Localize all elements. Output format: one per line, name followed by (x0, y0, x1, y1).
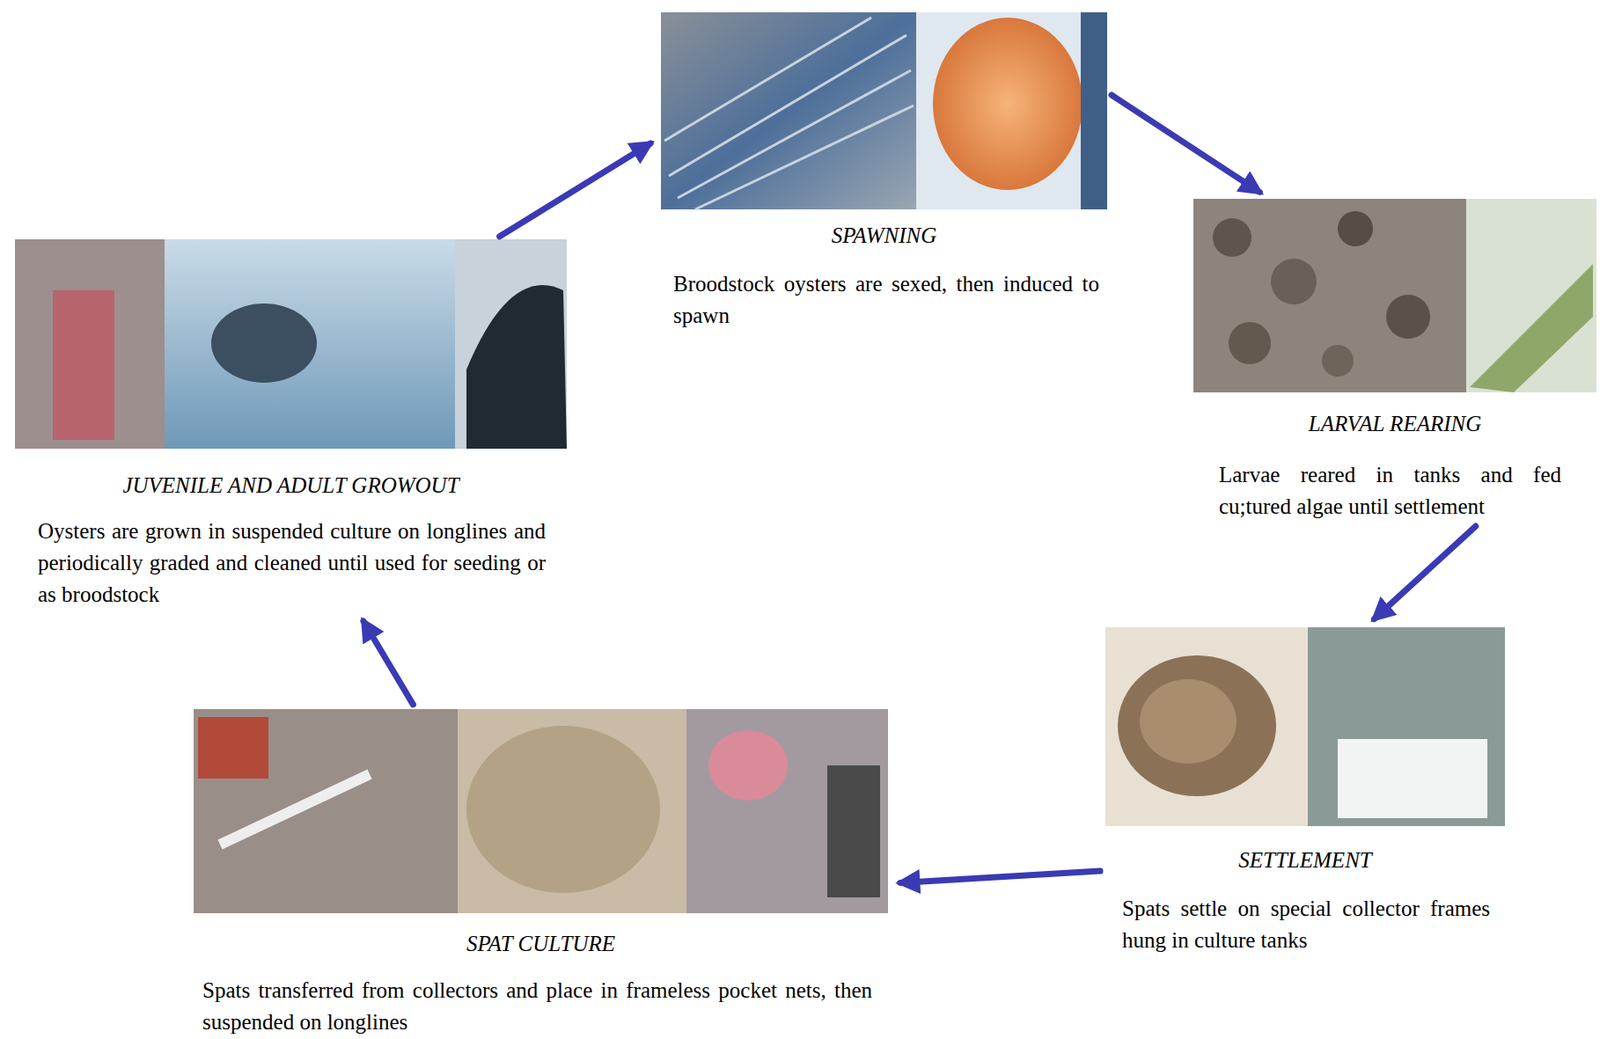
photo-detail (52, 290, 115, 441)
photo-panel (193, 709, 458, 914)
larva-dot (1321, 344, 1354, 377)
photo-panel (455, 239, 567, 449)
stage-node: JUVENILE AND ADULT GROWOUT Oysters are gr… (14, 239, 567, 611)
photo-panel (14, 239, 165, 449)
buoy-shape (211, 303, 317, 383)
stage-heading: JUVENILE AND ADULT GROWOUT (14, 472, 567, 500)
oyster-shape (932, 17, 1083, 191)
larva-dot (1337, 211, 1373, 247)
photo-detail (198, 717, 269, 779)
larva-dot (1212, 218, 1252, 257)
stage-node: SPAWNING Broodstock oysters are sexed, th… (660, 12, 1108, 332)
flow-arrow (1373, 526, 1476, 620)
photo-edge (1080, 12, 1108, 210)
stage-description: Broodstock oysters are sexed, then induc… (673, 268, 1100, 332)
shell-shape (1117, 655, 1277, 797)
stage-heading: SPAWNING (660, 222, 1108, 250)
photo-panel (1466, 198, 1597, 393)
stage-description: Larvae reared in tanks and fed cu;tured … (1218, 459, 1562, 523)
stage-description: Oysters are grown in suspended culture o… (37, 515, 546, 611)
photo-panel (686, 709, 889, 914)
photo-detail (220, 774, 370, 845)
spawning-photo (660, 12, 1108, 210)
photo-panel (916, 12, 1108, 210)
photo-panel (457, 709, 687, 914)
spat-cluster (466, 726, 661, 894)
tank-shape (1337, 739, 1488, 819)
photo-panel (164, 239, 456, 449)
stage-heading: SPAT CULTURE (193, 931, 889, 958)
flow-arrow (499, 143, 651, 237)
spat-photo (193, 709, 889, 914)
larva-dot (1386, 294, 1431, 339)
net-lines (664, 17, 914, 210)
stage-description: Spats transferred from collectors and pl… (202, 975, 873, 1039)
settlement-photo (1105, 627, 1505, 827)
photo-panel (1307, 627, 1505, 827)
stage-node: LARVAL REARING Larvae reared in tanks and… (1193, 198, 1597, 523)
photo-detail (827, 765, 881, 898)
flow-arrow (900, 871, 1101, 883)
larva-dot (1270, 258, 1317, 305)
boat-shape (466, 285, 567, 449)
tank-shape (1469, 264, 1593, 393)
stage-heading: SETTLEMENT (1105, 847, 1505, 874)
stage-node: SPAT CULTURE Spats transferred from colle… (193, 709, 889, 1039)
growout-photo (14, 239, 567, 449)
stage-heading: LARVAL REARING (1193, 411, 1597, 438)
photo-detail (708, 730, 788, 801)
shell-shape (1139, 679, 1237, 764)
flow-arrow (363, 621, 414, 705)
larval-photo (1193, 198, 1597, 393)
photo-panel (660, 12, 917, 210)
photo-panel (1105, 627, 1308, 827)
larva-dot (1228, 322, 1271, 365)
flow-arrow (1111, 95, 1260, 192)
stage-description: Spats settle on special collector frames… (1122, 893, 1490, 957)
photo-panel (1193, 198, 1467, 393)
stage-node: SETTLEMENT Spats settle on special collec… (1105, 627, 1505, 957)
